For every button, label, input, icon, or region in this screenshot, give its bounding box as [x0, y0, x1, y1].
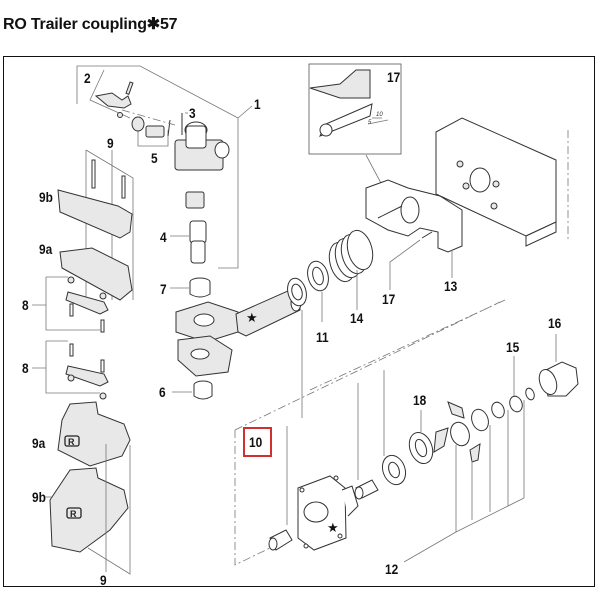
callout-18[interactable]: 18 — [413, 392, 427, 408]
leader-17 — [389, 239, 421, 290]
cover-part-9b-bottom: R — [49, 467, 129, 553]
callout-5[interactable]: 5 — [151, 150, 158, 166]
split-collet — [433, 387, 535, 463]
callout-14[interactable]: 14 — [350, 310, 364, 326]
callout-9a-bottom[interactable]: 9a — [32, 435, 46, 451]
flange-part-10 — [297, 475, 359, 551]
bracket-8-upper — [32, 276, 100, 331]
star-marker-bottom: ★ — [327, 520, 339, 535]
washer-part-11 — [287, 260, 329, 307]
callout-9a-top[interactable]: 9a — [39, 241, 53, 257]
svg-text:R: R — [70, 509, 77, 519]
callout-8-lower[interactable]: 8 — [22, 360, 29, 376]
plunger-part-4 — [185, 191, 207, 264]
callout-10[interactable]: 10 — [249, 434, 263, 450]
lever-part-2 — [94, 81, 134, 118]
star-marker-top: ★ — [246, 310, 258, 325]
callout-16[interactable]: 16 — [548, 315, 562, 331]
callout-8-upper[interactable]: 8 — [22, 297, 29, 313]
inset-detail-17: 10 5 — [308, 63, 402, 155]
callout-9-bottom[interactable]: 9 — [100, 572, 107, 588]
callout-17[interactable]: 17 — [382, 291, 396, 307]
cover-part-9a-bottom: R — [57, 401, 131, 467]
knob-part-5 — [131, 116, 171, 138]
callout-3[interactable]: 3 — [189, 105, 196, 121]
bearing-part-18 — [408, 432, 434, 464]
plate-part-8-lower — [65, 343, 109, 400]
seal-ring — [381, 454, 407, 486]
bushing-part-7 — [189, 277, 211, 298]
pin-part-10a — [268, 529, 293, 551]
spring-part-14 — [328, 229, 374, 283]
callout-9b-top[interactable]: 9b — [39, 189, 53, 205]
dimension-10: 10 — [376, 112, 383, 118]
valve-body-part-3 — [174, 113, 230, 171]
cap-part-16 — [538, 361, 579, 397]
callout-15[interactable]: 15 — [506, 339, 520, 355]
dimension-5: 5 — [368, 120, 372, 126]
callout-17-inset[interactable]: 17 — [387, 69, 401, 85]
highlighted-callout-box[interactable]: 10 — [243, 427, 272, 457]
svg-text:R: R — [68, 437, 75, 447]
bracket-part-5 — [137, 130, 169, 147]
callout-4[interactable]: 4 — [160, 229, 167, 245]
callout-6[interactable]: 6 — [159, 384, 166, 400]
mounting-plate — [435, 117, 557, 247]
bracket-part-13 — [365, 179, 463, 253]
cover-part-9a-top — [59, 247, 133, 301]
bracket-part-2 — [89, 69, 131, 119]
pin-part-10b — [354, 479, 379, 500]
callout-12[interactable]: 12 — [385, 561, 399, 577]
leader-axis-lines — [286, 370, 385, 525]
housing-part-10 — [175, 289, 302, 377]
callout-7[interactable]: 7 — [160, 281, 167, 297]
cover-part-9b-top — [57, 159, 133, 239]
callout-1[interactable]: 1 — [254, 96, 261, 112]
page-title: RO Trailer coupling✱57 — [3, 16, 178, 33]
bracket-9-bottom — [87, 444, 131, 575]
leader-inset — [365, 154, 383, 186]
axis-line-2-5 — [121, 109, 176, 126]
assembly-10-outline — [234, 299, 506, 566]
callout-2[interactable]: 2 — [84, 70, 91, 86]
leader-1 — [237, 105, 253, 119]
plate-part-8-upper — [65, 276, 109, 333]
callout-11[interactable]: 11 — [316, 329, 329, 345]
callout-9b-bottom[interactable]: 9b — [32, 489, 46, 505]
bushing-part-6 — [193, 380, 213, 400]
callout-13[interactable]: 13 — [444, 278, 458, 294]
bracket-assembly-1 — [76, 65, 239, 269]
bracket-12 — [403, 400, 525, 563]
bracket-8-lower — [32, 340, 100, 394]
callout-9-top[interactable]: 9 — [107, 135, 114, 151]
